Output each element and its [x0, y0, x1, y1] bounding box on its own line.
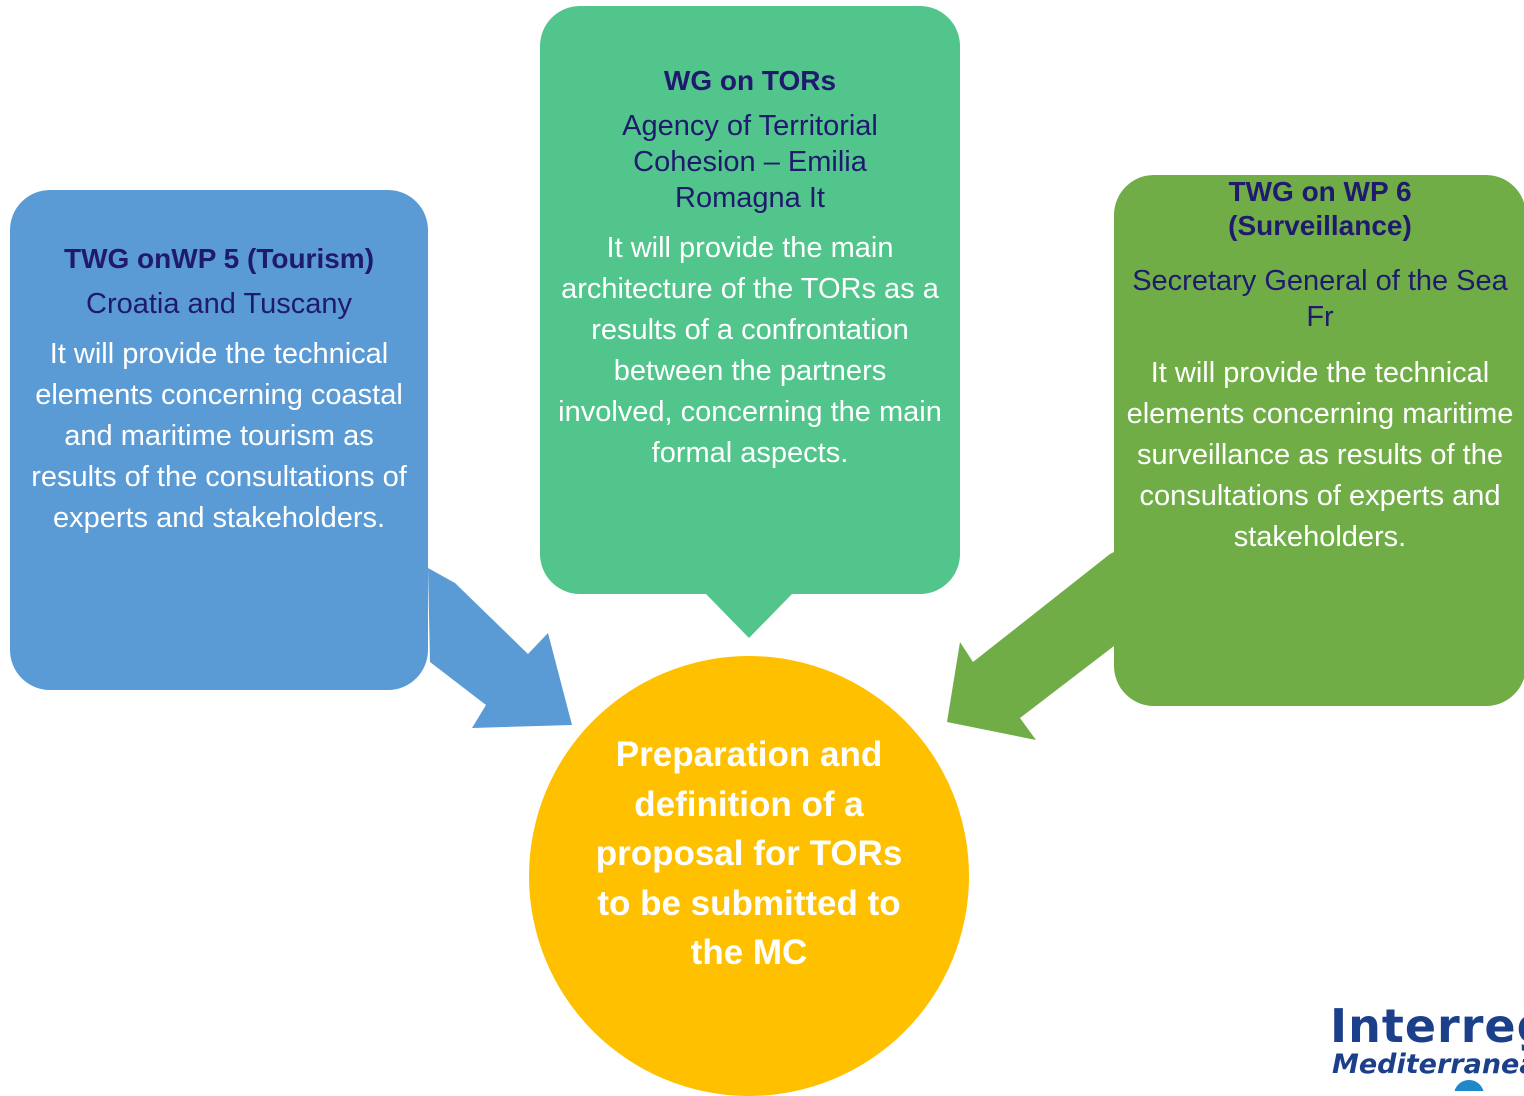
box-surveillance-title: TWG on WP 6 (Surveillance) — [1228, 176, 1412, 241]
center-goal-text: Preparation and definition of a proposal… — [595, 735, 903, 972]
box-surveillance-description: It will provide the technical elements c… — [1126, 357, 1514, 553]
interreg-logo-sub: Mediterranean — [1332, 1049, 1524, 1080]
arrow-center-down — [706, 594, 792, 638]
box-tourism: TWG onWP 5 (Tourism) Croatia and Tuscany… — [10, 190, 428, 690]
box-tourism-description: It will provide the technical elements c… — [31, 338, 407, 534]
box-tors-subtitle: Agency of Territorial Cohesion – Emilia … — [622, 110, 878, 214]
interreg-logo-word: Interreg — [1330, 1000, 1524, 1053]
arrow-right-to-center — [947, 552, 1114, 740]
box-tors: WG on TORs Agency of Territorial Cohesio… — [540, 6, 960, 594]
box-tourism-title: TWG onWP 5 (Tourism) — [63, 243, 375, 274]
box-surveillance: TWG on WP 6 (Surveillance) Secretary Gen… — [1114, 175, 1524, 706]
box-tourism-subtitle: Croatia and Tuscany — [86, 288, 352, 320]
center-goal-circle: Preparation and definition of a proposal… — [529, 656, 969, 1096]
box-tors-description: It will provide the main architecture of… — [558, 232, 942, 469]
box-tors-title: WG on TORs — [663, 65, 837, 96]
interreg-logo: Interreg Mediterranean — [1330, 1000, 1524, 1091]
box-surveillance-subtitle: Secretary General of the Sea Fr — [1132, 265, 1508, 333]
arrow-left-to-center — [428, 568, 572, 728]
globe-icon — [1454, 1080, 1484, 1091]
